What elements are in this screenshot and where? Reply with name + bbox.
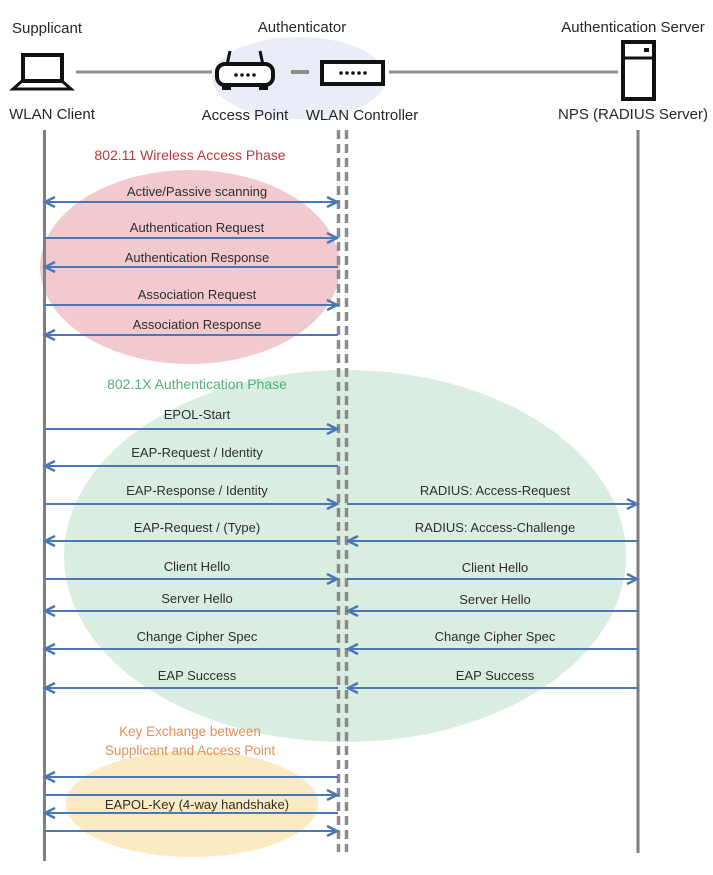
message-label: EAP-Request / (Type) [133, 520, 261, 535]
message-arrow [44, 231, 340, 245]
message-label: RADIUS: Access-Request [419, 483, 571, 498]
message-arrow [42, 642, 338, 656]
message-label: EAP Success [455, 668, 535, 683]
message-label: EAP Success [157, 668, 237, 683]
message-arrow [42, 770, 338, 784]
laptop-icon [9, 53, 75, 91]
message-label: EAP-Response / Identity [126, 483, 268, 498]
message-arrow [345, 604, 638, 618]
message-arrow [44, 824, 340, 838]
message-arrow [44, 788, 340, 802]
message-arrow [345, 534, 638, 548]
phase3-title: Key Exchange between Supplicant and Acce… [105, 722, 275, 760]
message-label: Server Hello [459, 592, 531, 607]
message-arrow [44, 422, 340, 436]
message-label: Association Request [137, 287, 257, 302]
message-label: Change Cipher Spec [434, 629, 556, 644]
message-arrow [42, 459, 338, 473]
message-arrow [42, 681, 338, 695]
authenticator-highlight-ellipse [212, 37, 386, 119]
access-point-icon [215, 50, 275, 90]
message-label: EPOL-Start [163, 407, 231, 422]
phase2-title: 802.1X Authentication Phase [107, 376, 287, 392]
message-arrow [42, 328, 338, 342]
message-label: Client Hello [163, 559, 231, 574]
message-label: Server Hello [161, 591, 233, 606]
message-label: Active/Passive scanning [126, 184, 268, 199]
message-label: Client Hello [461, 560, 529, 575]
message-arrow [345, 681, 638, 695]
message-label: Authentication Request [129, 220, 265, 235]
message-arrow [42, 534, 338, 548]
message-label: EAP-Request / Identity [131, 445, 263, 460]
nps-label: NPS (RADIUS Server) [557, 106, 709, 123]
supplicant-role-label: Supplicant [11, 20, 83, 37]
message-label: RADIUS: Access-Challenge [414, 520, 576, 535]
message-arrow [345, 642, 638, 656]
phase1-title: 802.11 Wireless Access Phase [94, 147, 286, 163]
phase3-title-line1: Key Exchange between [119, 724, 261, 739]
message-arrow [347, 572, 640, 586]
message-arrow [44, 572, 340, 586]
wlan-controller-label: WLAN Controller [305, 107, 419, 124]
wlan-controller-icon [320, 60, 385, 86]
message-label: Change Cipher Spec [136, 629, 258, 644]
message-label: Authentication Response [124, 250, 270, 265]
message-arrow [42, 260, 338, 274]
server-icon [621, 40, 656, 101]
message-arrow [44, 298, 340, 312]
lifelines [43, 130, 640, 861]
auth-server-role-label: Authentication Server [561, 19, 705, 36]
message-arrow [44, 497, 340, 511]
message-label: EAPOL-Key (4-way handshake) [104, 797, 290, 812]
message-arrow [42, 604, 338, 618]
message-arrow [42, 806, 338, 820]
wlan-client-label: WLAN Client [9, 106, 95, 123]
message-arrow [347, 497, 640, 511]
message-label: Association Response [132, 317, 262, 332]
message-arrows [42, 195, 640, 838]
message-arrow [42, 195, 340, 209]
access-point-label: Access Point [201, 107, 289, 124]
phase3-title-line2: Supplicant and Access Point [104, 743, 276, 758]
authenticator-role-label: Authenticator [257, 19, 347, 36]
